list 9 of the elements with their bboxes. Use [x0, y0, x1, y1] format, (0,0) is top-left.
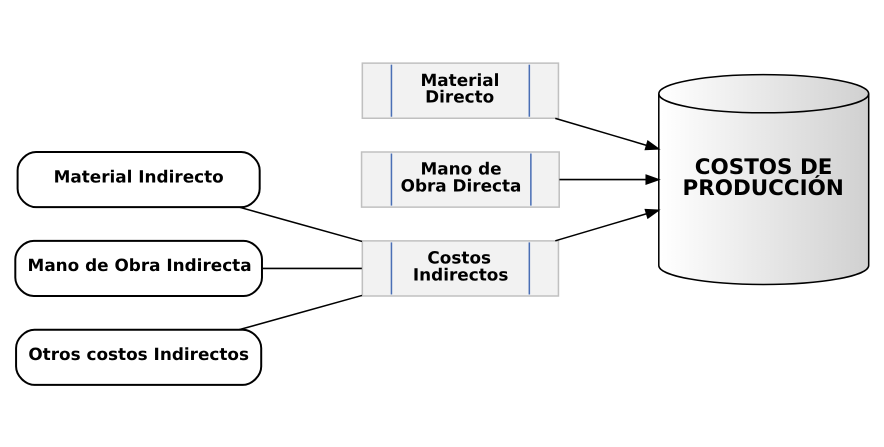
- node-box: Otros costos Indirectos: [15, 328, 262, 386]
- arrow: [555, 117, 661, 150]
- node-box: Mano de Obra Indirecta: [14, 239, 263, 296]
- connector: [239, 294, 362, 330]
- connector: [239, 206, 362, 242]
- arrow: [555, 208, 661, 242]
- connector: [262, 267, 362, 269]
- arrow: [559, 174, 661, 184]
- node-box: Material Indirecto: [16, 150, 261, 208]
